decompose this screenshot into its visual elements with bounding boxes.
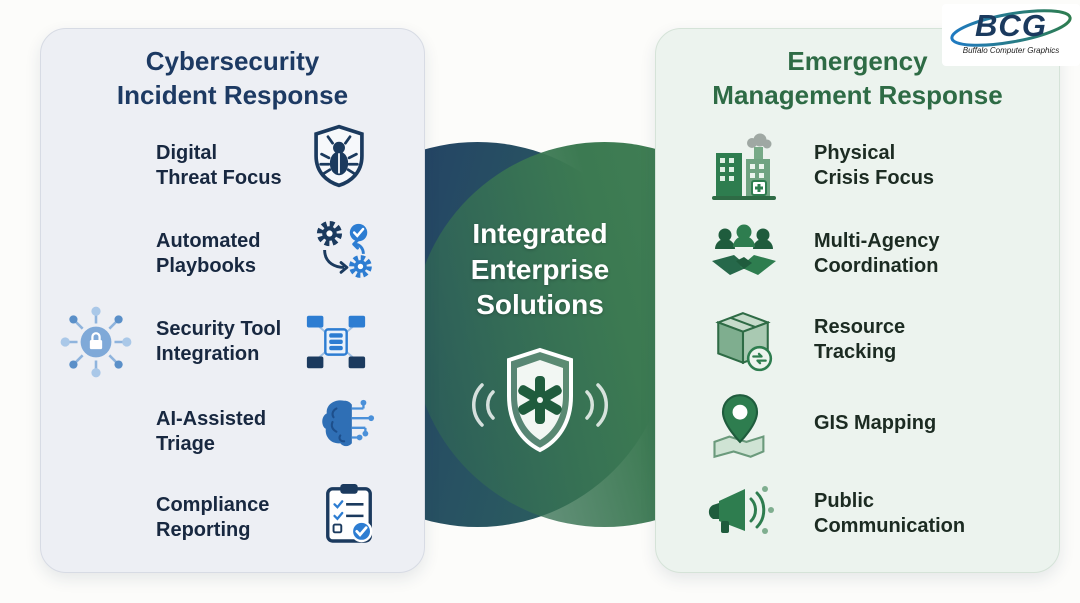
gis-map-pin-icon [708,393,772,461]
medical-shield-signal-icon [455,344,625,464]
network-hub-lock-icon [57,303,135,381]
logo-text: BCG [975,8,1047,43]
label-digital-threat-focus: Digital Threat Focus [156,142,282,189]
crisis-building-icon [708,133,780,203]
multi-agency-handshake-icon [708,223,780,285]
ai-brain-circuit-icon [317,395,379,451]
label-automated-playbooks: Automated Playbooks [156,230,261,277]
logo-subtitle: Buffalo Computer Graphics [962,46,1060,55]
center-title: Integrated Enterprise Solutions [470,218,610,321]
label-ai-assisted-triage: AI-Assisted Triage [156,408,267,455]
label-security-tool-integration: Security Tool Integration [156,318,282,365]
label-public-communication: Public Communication [814,490,966,537]
label-gis-mapping: GIS Mapping [814,412,937,434]
automation-gears-icon [313,219,375,281]
cybersecurity-panel: Cybersecurity Incident Response Digital … [40,28,425,573]
compliance-checklist-icon [321,481,377,545]
label-compliance-reporting: Compliance Reporting [156,494,270,541]
resource-package-icon [710,309,776,373]
label-resource-tracking: Resource Tracking [814,316,906,363]
megaphone-icon [706,481,776,539]
label-multi-agency-coordination: Multi-Agency Coordination [814,230,940,277]
logo-ellipse-swoosh-icon [950,9,1072,47]
bcg-logo: BCG Buffalo Computer Graphics [942,4,1080,66]
emergency-panel: Emergency Management Response [655,28,1060,573]
cybersecurity-panel-title: Cybersecurity Incident Response [116,46,349,110]
bug-shield-icon [309,123,369,189]
label-physical-crisis-focus: Physical Crisis Focus [814,142,935,189]
systems-integration-icon [303,311,369,373]
emergency-panel-title: Emergency Management Response [712,46,1003,110]
